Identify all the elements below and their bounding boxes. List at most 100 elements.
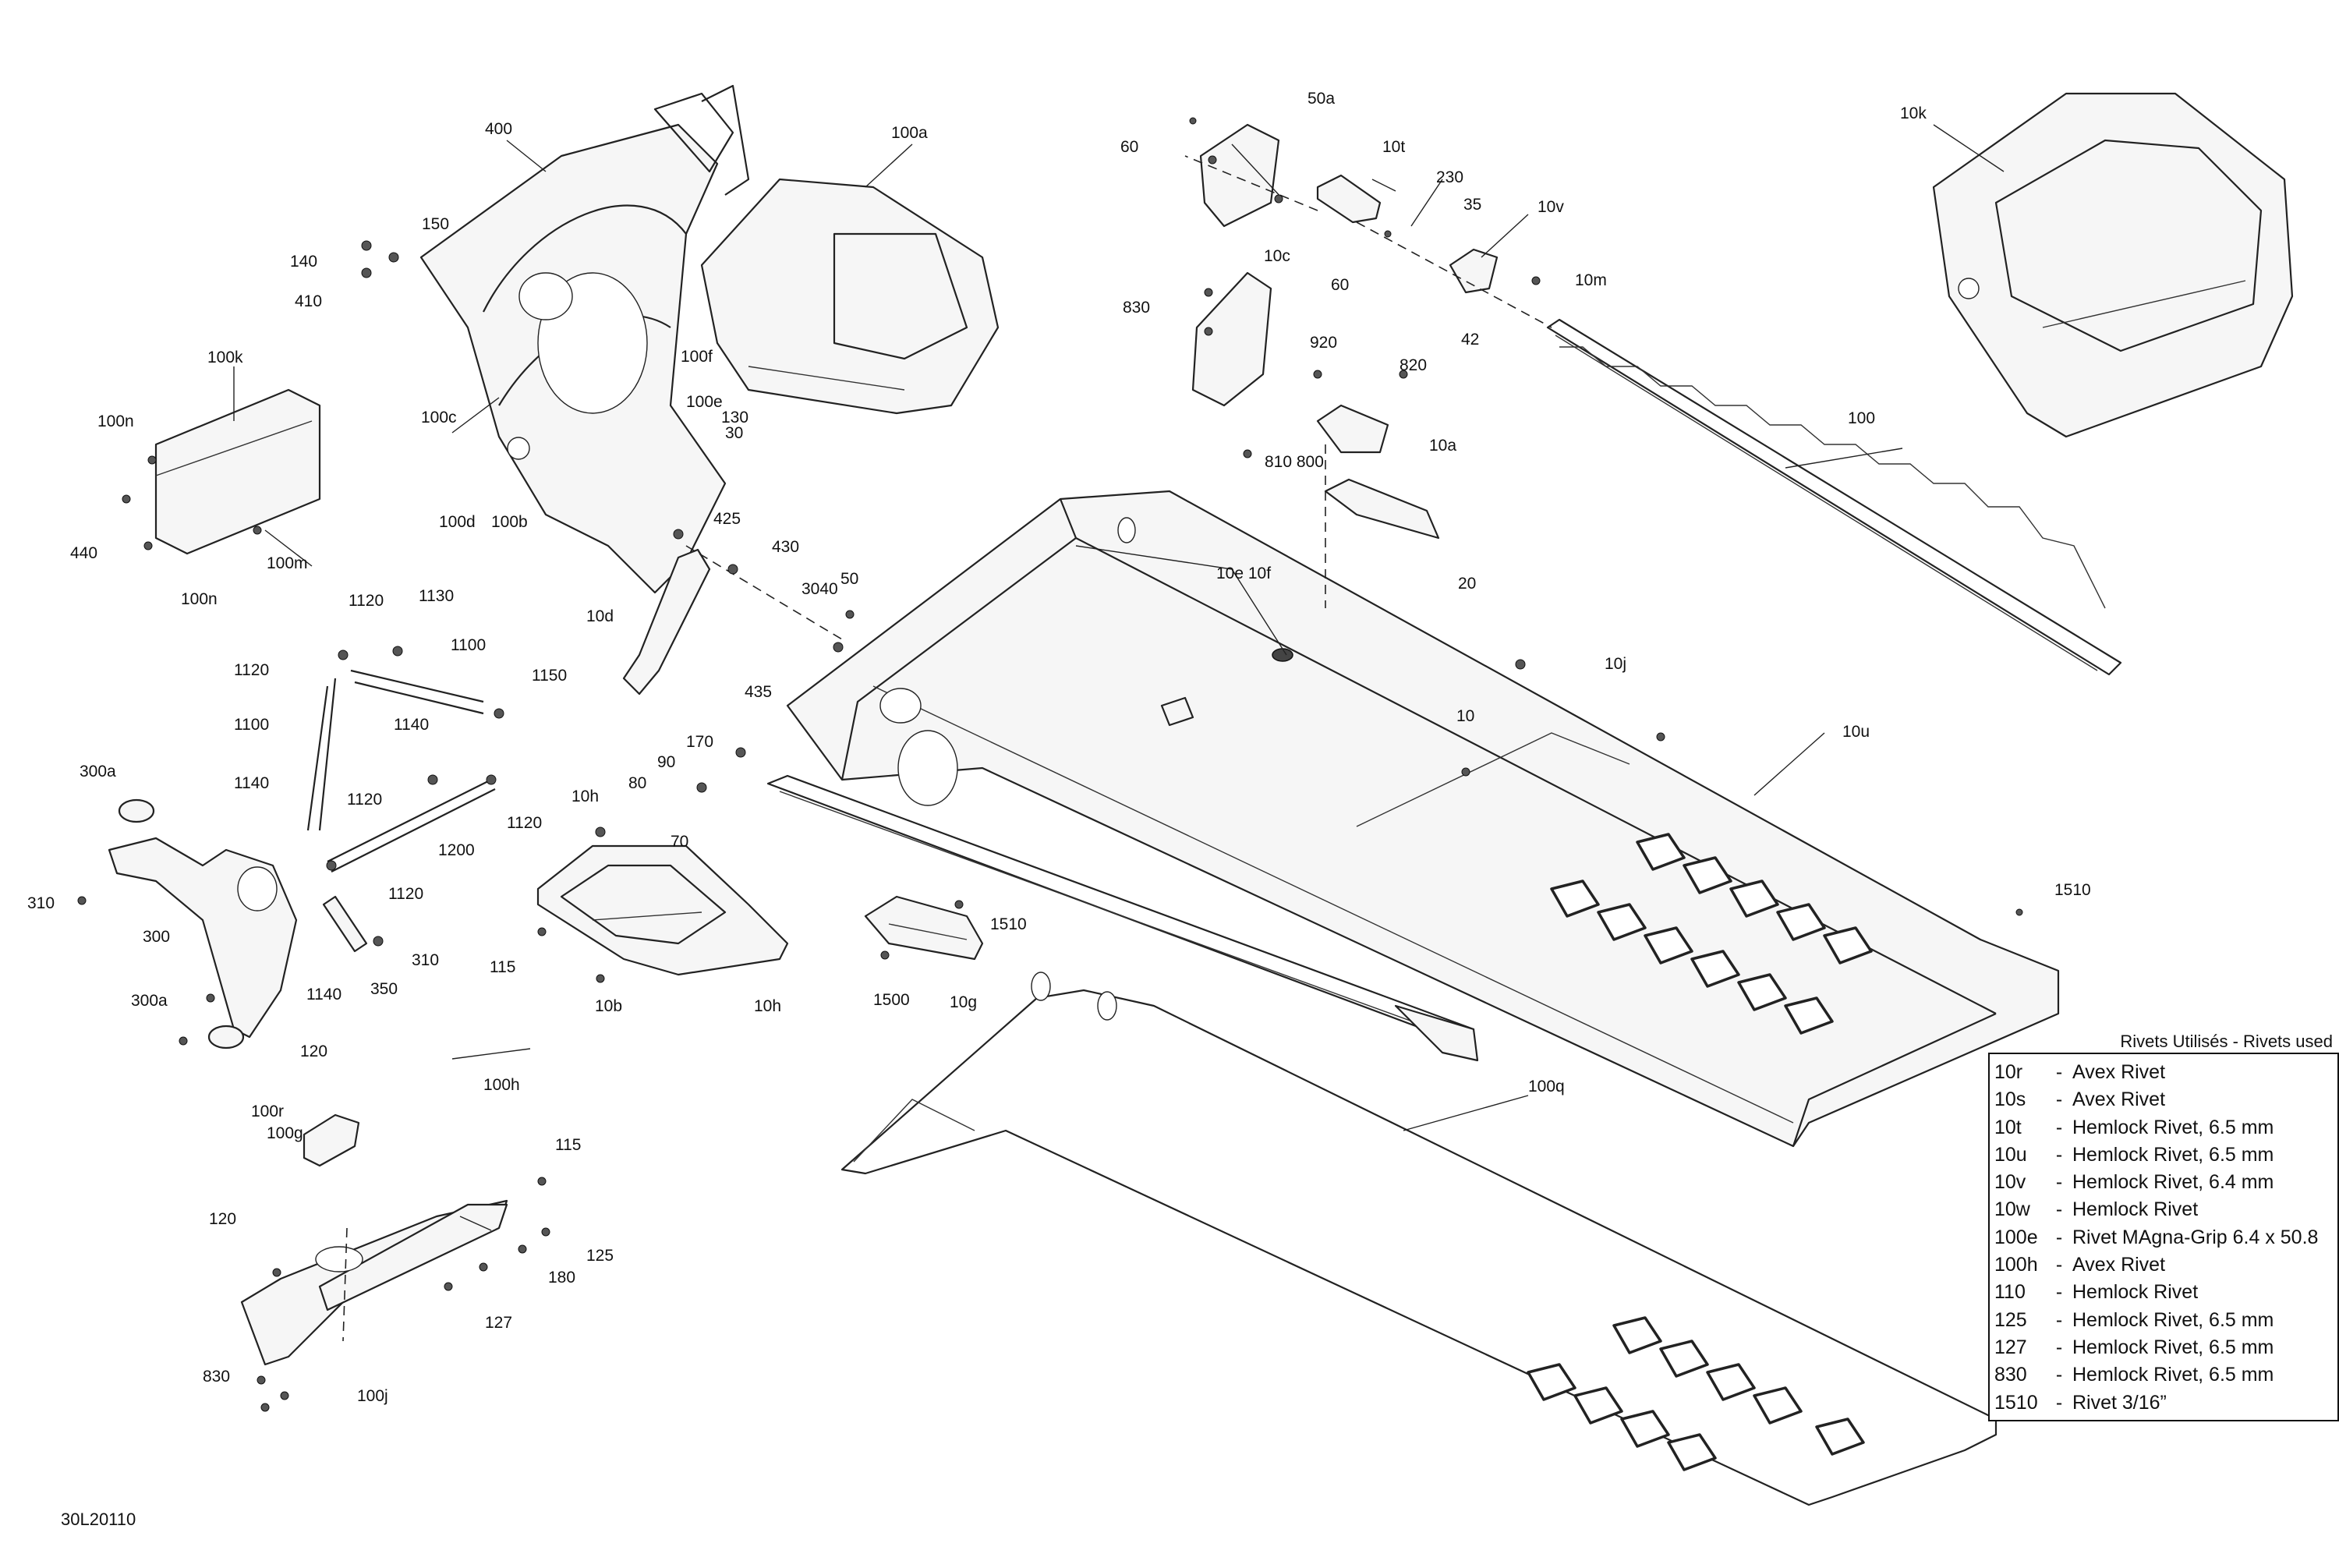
callout-label: 1140 [306, 986, 341, 1003]
drawing-number: 30L20110 [61, 1510, 136, 1529]
callout-label: 435 [745, 683, 772, 701]
callout-label: 100j [357, 1387, 388, 1405]
callout-label: 42 [1461, 331, 1479, 349]
rear-frame-100 [1932, 92, 2294, 438]
callout-label: 100n [97, 412, 134, 430]
bracket-50 [1199, 123, 1280, 228]
rivet-desc: Hemlock Rivet [2072, 1198, 2199, 1221]
callout-label: 820 [1400, 356, 1427, 374]
callout-label: 10 [1456, 707, 1474, 725]
slide-rail-10e-10f [1546, 318, 2122, 676]
callout-label: 115 [555, 1136, 581, 1154]
inner-frame-10b [536, 844, 789, 976]
rivet-desc: Hemlock Rivet, 6.5 mm [2072, 1336, 2274, 1358]
callout-label: 830 [1123, 299, 1150, 317]
callout-label: 127 [485, 1314, 512, 1332]
rivet-legend-box: 10r-Avex Rivet 10s-Avex Rivet 10t-Hemloc… [1988, 1053, 2339, 1421]
callout-label: 35 [1463, 196, 1481, 214]
callout-label: 70 [671, 833, 688, 851]
callout-label: 130 [721, 409, 748, 427]
callout-label: 100 [1848, 409, 1875, 427]
callout-label: 10j [1605, 655, 1626, 673]
bracket-1500 [864, 895, 984, 961]
callout-label: 10h [754, 997, 781, 1015]
callout-label: 400 [485, 120, 512, 138]
callout-label: 100m [267, 554, 308, 572]
callout-label: 1200 [438, 841, 475, 859]
rivet-row: 127-Hemlock Rivet, 6.5 mm [1990, 1334, 2337, 1361]
callout-label: 310 [27, 894, 55, 912]
callout-label: 30 [725, 424, 743, 442]
arm-10d [622, 548, 711, 696]
callout-label: 10c [1264, 247, 1290, 265]
callout-label: 100k [207, 349, 243, 366]
rivet-desc: Hemlock Rivet, 6.5 mm [2072, 1364, 2274, 1386]
callout-label: 100a [891, 124, 928, 142]
callout-label: 3040 [801, 580, 838, 598]
lower-bracket-100g [240, 1113, 508, 1366]
rivet-row: 10w-Hemlock Rivet [1990, 1196, 2337, 1223]
callout-label: 50 [840, 570, 858, 588]
rivet-code: 830 [1994, 1364, 2027, 1386]
callout-label: 10k [1900, 104, 1927, 122]
callout-label: 100h [483, 1076, 520, 1094]
bracket-810-800 [1324, 478, 1440, 540]
rivet-code: 100e [1994, 1226, 2038, 1248]
rivet-row: 10u-Hemlock Rivet, 6.5 mm [1990, 1141, 2337, 1169]
rivet-desc: Hemlock Rivet, 6.5 mm [2072, 1143, 2274, 1166]
rivet-desc: Hemlock Rivet, 6.4 mm [2072, 1171, 2274, 1194]
callout-label: 1510 [990, 915, 1027, 933]
callout-label: 10d [586, 607, 614, 625]
rivet-desc: Hemlock Rivet [2072, 1281, 2199, 1304]
callout-label: 60 [1120, 138, 1138, 156]
callout-label: 60 [1331, 276, 1349, 294]
callout-label: 100c [421, 409, 457, 427]
rivet-row: 100e-Rivet MAgna-Grip 6.4 x 50.8 [1990, 1224, 2337, 1251]
rivet-legend: Rivets Utilisés - Rivets used 10r-Avex R… [1988, 1031, 2339, 1421]
rivet-row: 10t-Hemlock Rivet, 6.5 mm [1990, 1114, 2337, 1141]
rivet-row: 10s-Avex Rivet [1990, 1086, 2337, 1113]
lower-slide-strip [766, 774, 1479, 1062]
rivet-code: 10r [1994, 1061, 2023, 1083]
callout-label: 810 800 [1265, 453, 1324, 471]
callout-label: 230 [1436, 168, 1463, 186]
callout-label: 300 [143, 928, 170, 946]
callout-label: 1120 [234, 661, 269, 679]
front-column-100a [700, 178, 1000, 415]
rivet-row: 100h-Avex Rivet [1990, 1251, 2337, 1279]
callout-label: 100e [686, 393, 723, 411]
callout-label: 100b [491, 513, 528, 531]
callout-label: 300a [131, 992, 168, 1010]
callout-label: 920 [1310, 334, 1337, 352]
callout-label: 125 [586, 1247, 614, 1265]
callout-label: 1140 [234, 774, 269, 792]
callout-label: 1120 [347, 791, 382, 809]
rivet-legend-title: Rivets Utilisés - Rivets used [2120, 1032, 2333, 1051]
bracket-10m [1191, 271, 1272, 407]
callout-label: 90 [657, 753, 675, 771]
callout-label: 1150 [532, 667, 567, 685]
callout-label: 1500 [873, 991, 910, 1009]
callout-label: 1100 [234, 716, 269, 734]
rivet-row: 1510-Rivet 3/16” [1990, 1389, 2337, 1417]
callout-label: 100q [1528, 1078, 1565, 1095]
callout-label: 430 [772, 538, 799, 556]
callout-label: 440 [70, 544, 97, 562]
tunnel-part-10 [786, 490, 2060, 1148]
callout-label: 10t [1382, 138, 1405, 156]
rivet-desc: Rivet 3/16” [2072, 1391, 2167, 1414]
callout-label: 80 [628, 774, 646, 792]
callout-label: 50a [1308, 90, 1335, 108]
callout-label: 1120 [507, 814, 542, 832]
callout-label: 350 [370, 980, 398, 998]
callout-label: 1130 [419, 587, 454, 605]
rivet-code: 10s [1994, 1088, 2026, 1111]
callout-label: 10a [1429, 437, 1456, 455]
front-frame-400 [419, 84, 750, 594]
callout-label: 170 [686, 733, 713, 751]
rivet-desc: Hemlock Rivet, 6.5 mm [2072, 1308, 2274, 1331]
tunnel-cutouts [1550, 833, 1873, 1035]
callout-label: 1120 [349, 592, 384, 610]
callout-label: 1120 [388, 885, 423, 903]
